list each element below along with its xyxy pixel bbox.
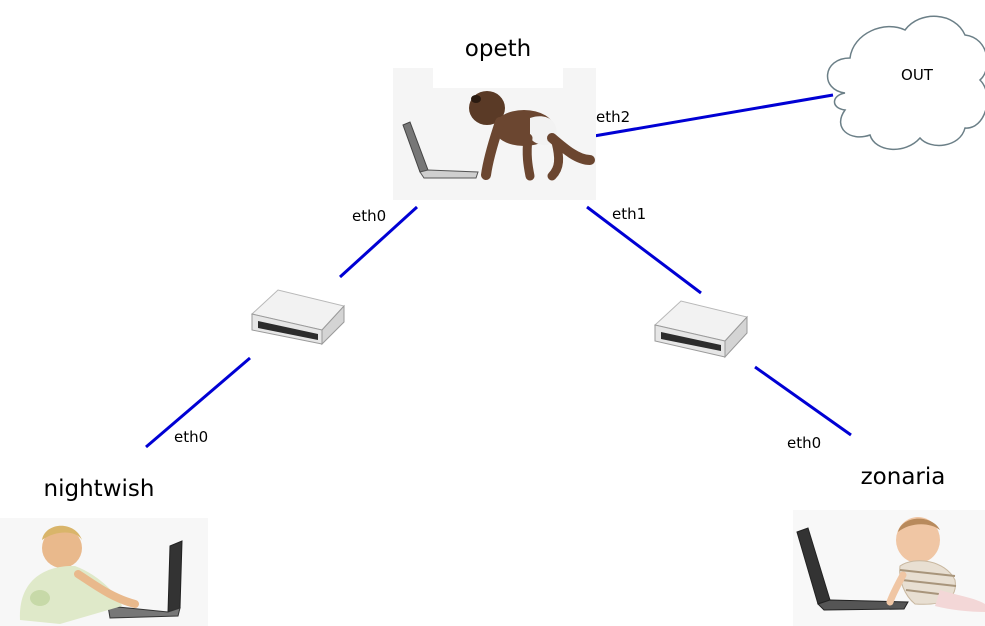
iface-zonaria-eth0: eth0 bbox=[787, 434, 821, 452]
iface-opeth-eth1: eth1 bbox=[612, 205, 646, 223]
host-zonaria: zonaria eth0 bbox=[787, 434, 985, 626]
network-switch-icon-left bbox=[250, 289, 345, 346]
toddler-with-laptop-icon bbox=[0, 518, 208, 626]
link-switch-right-zonaria bbox=[754, 365, 852, 437]
host-nightwish: nightwish eth0 bbox=[0, 428, 208, 626]
iface-opeth-eth0: eth0 bbox=[352, 207, 386, 225]
crawling-baby-with-laptop-icon bbox=[393, 68, 596, 200]
host-title-opeth: opeth bbox=[465, 36, 531, 62]
link-opeth-switch-right bbox=[586, 205, 702, 295]
network-switch-icon-right bbox=[653, 300, 748, 359]
host-title-nightwish: nightwish bbox=[44, 476, 155, 502]
cloud-icon: OUT bbox=[826, 15, 985, 151]
baby-with-laptop-icon bbox=[793, 510, 985, 626]
link-switch-left-nightwish bbox=[145, 356, 251, 449]
links bbox=[145, 93, 852, 449]
iface-nightwish-eth0: eth0 bbox=[174, 428, 208, 446]
iface-opeth-eth2: eth2 bbox=[596, 108, 630, 126]
host-opeth: opeth eth2 eth0 eth1 bbox=[352, 36, 646, 225]
cloud-label: OUT bbox=[901, 66, 934, 84]
host-title-zonaria: zonaria bbox=[861, 464, 946, 490]
link-opeth-out bbox=[593, 93, 834, 138]
link-opeth-switch-left bbox=[338, 205, 419, 279]
